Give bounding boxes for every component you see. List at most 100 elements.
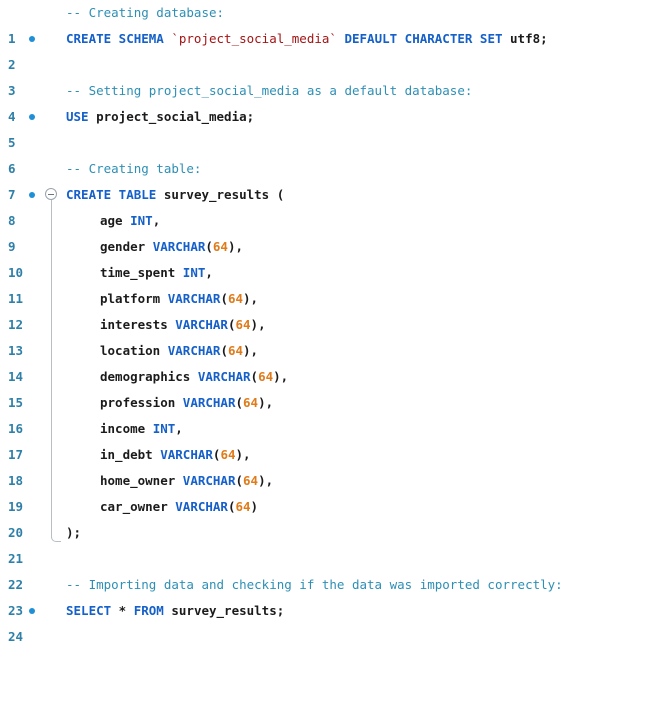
line-number: 6 bbox=[8, 161, 16, 176]
line-number: 11 bbox=[8, 291, 24, 306]
punctuation: , bbox=[175, 421, 183, 436]
data-type: VARCHAR bbox=[182, 473, 236, 488]
code-line-11[interactable]: 11 time_spent INT, bbox=[0, 260, 665, 306]
fold-guide bbox=[51, 200, 52, 538]
collapse-icon[interactable] bbox=[45, 188, 57, 200]
line-number: 16 bbox=[8, 421, 24, 436]
line-number: 15 bbox=[8, 395, 24, 410]
comment: -- Creating table: bbox=[66, 161, 202, 176]
data-type: VARCHAR bbox=[152, 239, 206, 254]
code-line-9[interactable]: 9 age INT, bbox=[0, 208, 665, 254]
column-name: profession bbox=[100, 395, 176, 410]
identifier: project_social_media bbox=[96, 109, 247, 124]
code-line-10[interactable]: 10 gender VARCHAR(64), bbox=[0, 234, 665, 280]
column-name: platform bbox=[100, 291, 161, 306]
column-name: car_owner bbox=[100, 499, 168, 514]
column-name: demographics bbox=[100, 369, 191, 384]
code-line-15[interactable]: 15 demographics VARCHAR(64), bbox=[0, 364, 665, 410]
code-line-24[interactable]: 24 SELECT * FROM survey_results; bbox=[0, 598, 665, 644]
line-number: 9 bbox=[8, 239, 16, 254]
punctuation: ; bbox=[276, 603, 285, 618]
code-line-19[interactable]: 19 home_owner VARCHAR(64), bbox=[0, 468, 665, 514]
column-name: in_debt bbox=[100, 447, 153, 462]
column-name: time_spent bbox=[100, 265, 176, 280]
line-number: 19 bbox=[8, 499, 24, 514]
column-name: location bbox=[100, 343, 161, 358]
data-type: VARCHAR bbox=[167, 343, 221, 358]
code-line-12[interactable]: 12 platform VARCHAR(64), bbox=[0, 286, 665, 332]
keyword: DEFAULT CHARACTER SET bbox=[336, 31, 511, 46]
punctuation: ), bbox=[273, 369, 289, 384]
number-literal: 64 bbox=[220, 447, 236, 462]
line-number: 21 bbox=[8, 551, 24, 566]
code-line-1[interactable]: 1 -- Creating database: bbox=[0, 0, 665, 46]
punctuation: ( bbox=[269, 187, 285, 202]
statement-marker-icon bbox=[29, 192, 35, 198]
code-line-22[interactable]: 22 bbox=[0, 546, 665, 592]
number-literal: 64 bbox=[227, 291, 244, 306]
code-line-2[interactable]: 2 CREATE SCHEMA `project_social_media` D… bbox=[0, 26, 665, 72]
column-name: interests bbox=[100, 317, 168, 332]
code-line-17[interactable]: 17 income INT, bbox=[0, 416, 665, 462]
code-line-16[interactable]: 16 profession VARCHAR(64), bbox=[0, 390, 665, 436]
punctuation: ; bbox=[540, 31, 548, 46]
fold-end-marker bbox=[51, 533, 61, 542]
code-line-4[interactable]: 4 -- Setting project_social_media as a d… bbox=[0, 78, 665, 124]
column-name: home_owner bbox=[100, 473, 176, 488]
punctuation: ), bbox=[227, 239, 244, 254]
identifier: survey_results bbox=[163, 187, 270, 202]
data-type: VARCHAR bbox=[175, 499, 228, 514]
code-line-21[interactable]: 21 ); bbox=[0, 520, 665, 566]
punctuation: ; bbox=[246, 109, 255, 124]
code-line-8[interactable]: 8 CREATE TABLE survey_results ( bbox=[0, 182, 665, 228]
punctuation: ), bbox=[258, 395, 274, 410]
punctuation: ), bbox=[250, 317, 266, 332]
line-number: 10 bbox=[8, 265, 24, 280]
code-line-13[interactable]: 13 interests VARCHAR(64), bbox=[0, 312, 665, 358]
data-type: VARCHAR bbox=[197, 369, 251, 384]
line-number: 4 bbox=[8, 109, 16, 124]
line-number: 18 bbox=[8, 473, 24, 488]
punctuation: , bbox=[205, 265, 213, 280]
number-literal: 64 bbox=[243, 395, 259, 410]
number-literal: 64 bbox=[227, 343, 244, 358]
keyword: SELECT bbox=[66, 603, 112, 618]
keyword: FROM bbox=[133, 603, 164, 618]
sql-editor[interactable]: 1 -- Creating database: 2 CREATE SCHEMA … bbox=[0, 0, 665, 644]
data-type: INT bbox=[182, 265, 206, 280]
number-literal: 64 bbox=[258, 369, 274, 384]
statement-marker-icon bbox=[29, 114, 35, 120]
line-number: 14 bbox=[8, 369, 24, 384]
code-line-18[interactable]: 18 in_debt VARCHAR(64), bbox=[0, 442, 665, 488]
code-line-6[interactable]: 6 bbox=[0, 130, 665, 176]
line-number: 5 bbox=[8, 135, 16, 150]
code-line-14[interactable]: 14 location VARCHAR(64), bbox=[0, 338, 665, 384]
punctuation: ); bbox=[66, 525, 82, 540]
string-literal: `project_social_media` bbox=[171, 31, 337, 46]
line-number: 22 bbox=[8, 577, 24, 592]
comment: -- Setting project_social_media as a def… bbox=[66, 83, 473, 98]
number-literal: 64 bbox=[212, 239, 228, 254]
column-name: income bbox=[100, 421, 146, 436]
number-literal: 64 bbox=[235, 499, 251, 514]
line-number: 17 bbox=[8, 447, 24, 462]
code-line-5[interactable]: 5 USE project_social_media; bbox=[0, 104, 665, 150]
code-line-7[interactable]: 7 -- Creating table: bbox=[0, 156, 665, 202]
keyword: USE bbox=[66, 109, 97, 124]
code-line-3[interactable]: 3 bbox=[0, 52, 665, 98]
keyword: CREATE SCHEMA bbox=[66, 31, 172, 46]
code-line-23[interactable]: 23 -- Importing data and checking if the… bbox=[0, 572, 665, 618]
line-number: 1 bbox=[8, 31, 16, 46]
line-number: 24 bbox=[8, 629, 24, 644]
number-literal: 64 bbox=[235, 317, 251, 332]
line-number: 3 bbox=[8, 83, 16, 98]
column-name: age bbox=[100, 213, 123, 228]
statement-marker-icon bbox=[29, 36, 35, 42]
code-line-20[interactable]: 20 car_owner VARCHAR(64) bbox=[0, 494, 665, 540]
keyword: CREATE TABLE bbox=[66, 187, 164, 202]
data-type: VARCHAR bbox=[160, 447, 213, 462]
identifier: survey_results bbox=[163, 603, 277, 618]
data-type: VARCHAR bbox=[167, 291, 221, 306]
punctuation: ) bbox=[250, 499, 259, 514]
line-number: 12 bbox=[8, 317, 24, 332]
